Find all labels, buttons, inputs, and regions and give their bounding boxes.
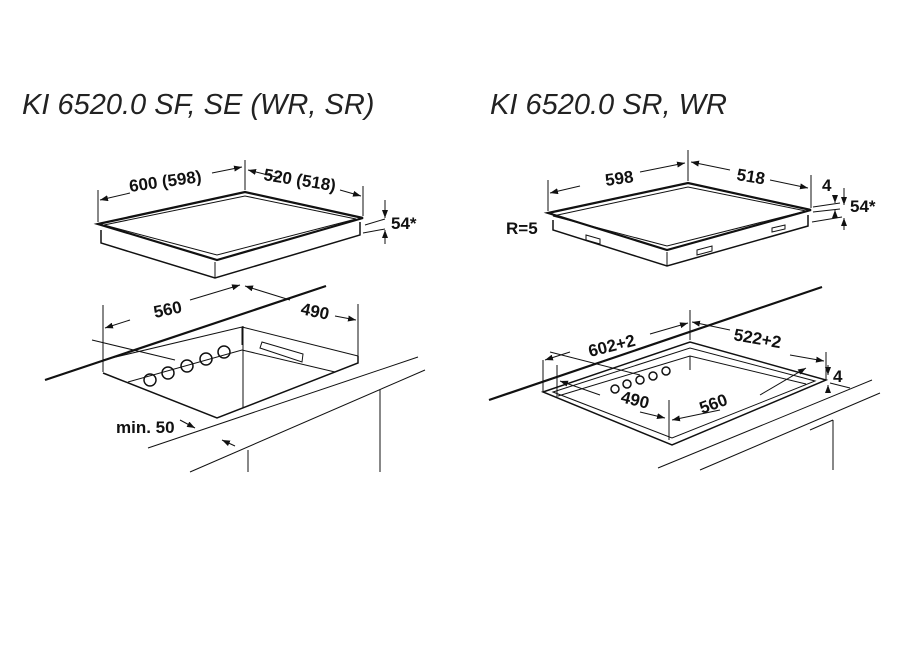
- right-inner-depth: 490: [619, 387, 651, 412]
- right-inner-width: 560: [697, 390, 730, 418]
- left-min-edge: min. 50: [116, 418, 175, 437]
- right-cut-width: 602+2: [586, 331, 637, 361]
- right-dimensions: [542, 150, 851, 440]
- left-dim-width: 600 (598): [128, 167, 203, 196]
- right-title: KI 6520.0 SR, WR: [490, 89, 727, 121]
- right-cut-depth: 522+2: [732, 325, 782, 352]
- right-dim-depth: 518: [735, 165, 766, 188]
- left-hob: [93, 190, 364, 279]
- right-dim-width: 598: [604, 167, 635, 190]
- right-dim-height: 54*: [850, 197, 876, 216]
- left-dim-depth: 520 (518): [262, 165, 337, 195]
- right-dim-frame: 4: [822, 176, 832, 195]
- left-dim-height: 54*: [391, 214, 417, 233]
- left-title: KI 6520.0 SF, SE (WR, SR): [22, 89, 374, 121]
- right-hob: [543, 181, 812, 267]
- left-dimensions: [97, 160, 388, 447]
- left-cut-depth: 490: [299, 299, 331, 323]
- right-rebate-depth: 4: [833, 367, 843, 386]
- right-cutout: [488, 285, 881, 471]
- right-radius: R=5: [506, 219, 538, 238]
- left-cutout: [44, 284, 426, 473]
- left-cut-width: 560: [152, 297, 184, 321]
